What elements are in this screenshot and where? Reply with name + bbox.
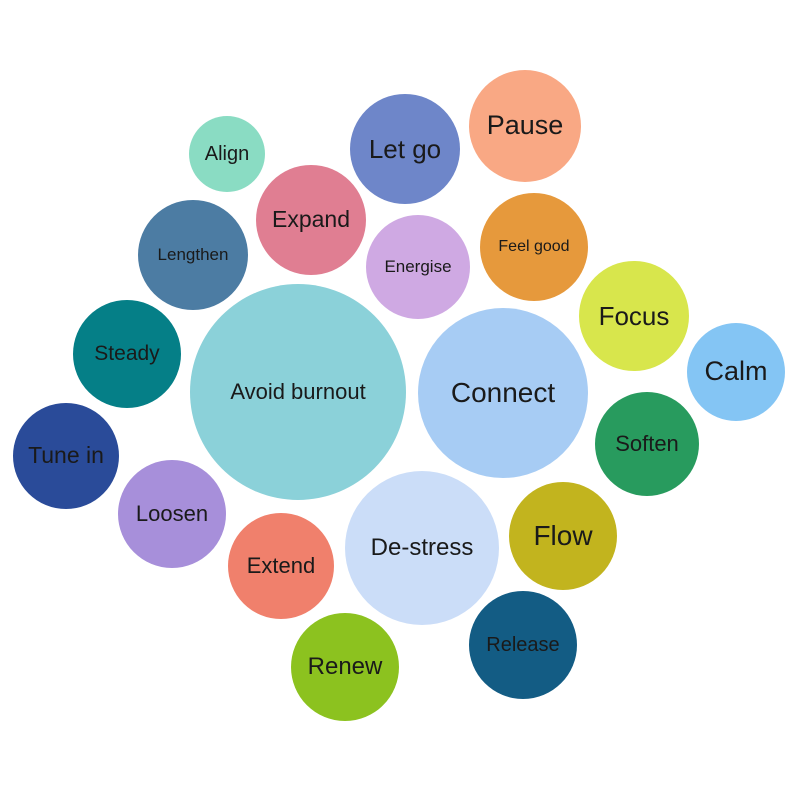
bubble-label-expand: Expand	[271, 206, 350, 233]
bubble-label-align: Align	[204, 143, 250, 165]
bubble-label-tune-in: Tune in	[28, 442, 104, 469]
bubble-label-de-stress: De-stress	[370, 533, 474, 561]
bubble-label-loosen: Loosen	[135, 500, 209, 526]
bubble-flow: Flow	[509, 482, 617, 590]
bubble-let-go: Let go	[350, 94, 460, 204]
bubble-label-focus: Focus	[598, 300, 670, 331]
bubble-release: Release	[469, 591, 577, 699]
bubble-label-renew: Renew	[307, 652, 383, 680]
bubble-energise: Energise	[366, 215, 470, 319]
bubble-label-feel-good: Feel good	[498, 238, 570, 256]
bubble-expand: Expand	[256, 165, 366, 275]
bubble-soften: Soften	[595, 392, 699, 496]
bubble-label-avoid-burnout: Avoid burnout	[230, 378, 366, 404]
bubble-tune-in: Tune in	[13, 403, 119, 509]
bubble-feel-good: Feel good	[480, 193, 588, 301]
bubble-loosen: Loosen	[118, 460, 226, 568]
bubble-extend: Extend	[228, 513, 334, 619]
bubble-label-pause: Pause	[486, 110, 564, 141]
bubble-label-steady: Steady	[94, 342, 160, 366]
bubble-de-stress: De-stress	[345, 471, 499, 625]
bubble-connect: Connect	[418, 308, 588, 478]
bubble-pause: Pause	[469, 70, 581, 182]
bubble-label-soften: Soften	[615, 430, 679, 456]
bubble-label-let-go: Let go	[368, 133, 442, 164]
bubble-align: Align	[189, 116, 265, 192]
bubble-avoid-burnout: Avoid burnout	[190, 284, 406, 500]
bubble-label-release: Release	[486, 634, 560, 656]
bubble-label-energise: Energise	[384, 256, 452, 276]
bubble-calm: Calm	[687, 323, 785, 421]
bubble-label-extend: Extend	[246, 552, 316, 578]
bubble-label-lengthen: Lengthen	[157, 244, 229, 264]
bubble-label-connect: Connect	[450, 376, 556, 408]
bubble-label-flow: Flow	[533, 519, 593, 551]
bubble-label-calm: Calm	[704, 356, 768, 387]
bubble-focus: Focus	[579, 261, 689, 371]
bubble-renew: Renew	[291, 613, 399, 721]
bubble-lengthen: Lengthen	[138, 200, 248, 310]
bubble-steady: Steady	[73, 300, 181, 408]
